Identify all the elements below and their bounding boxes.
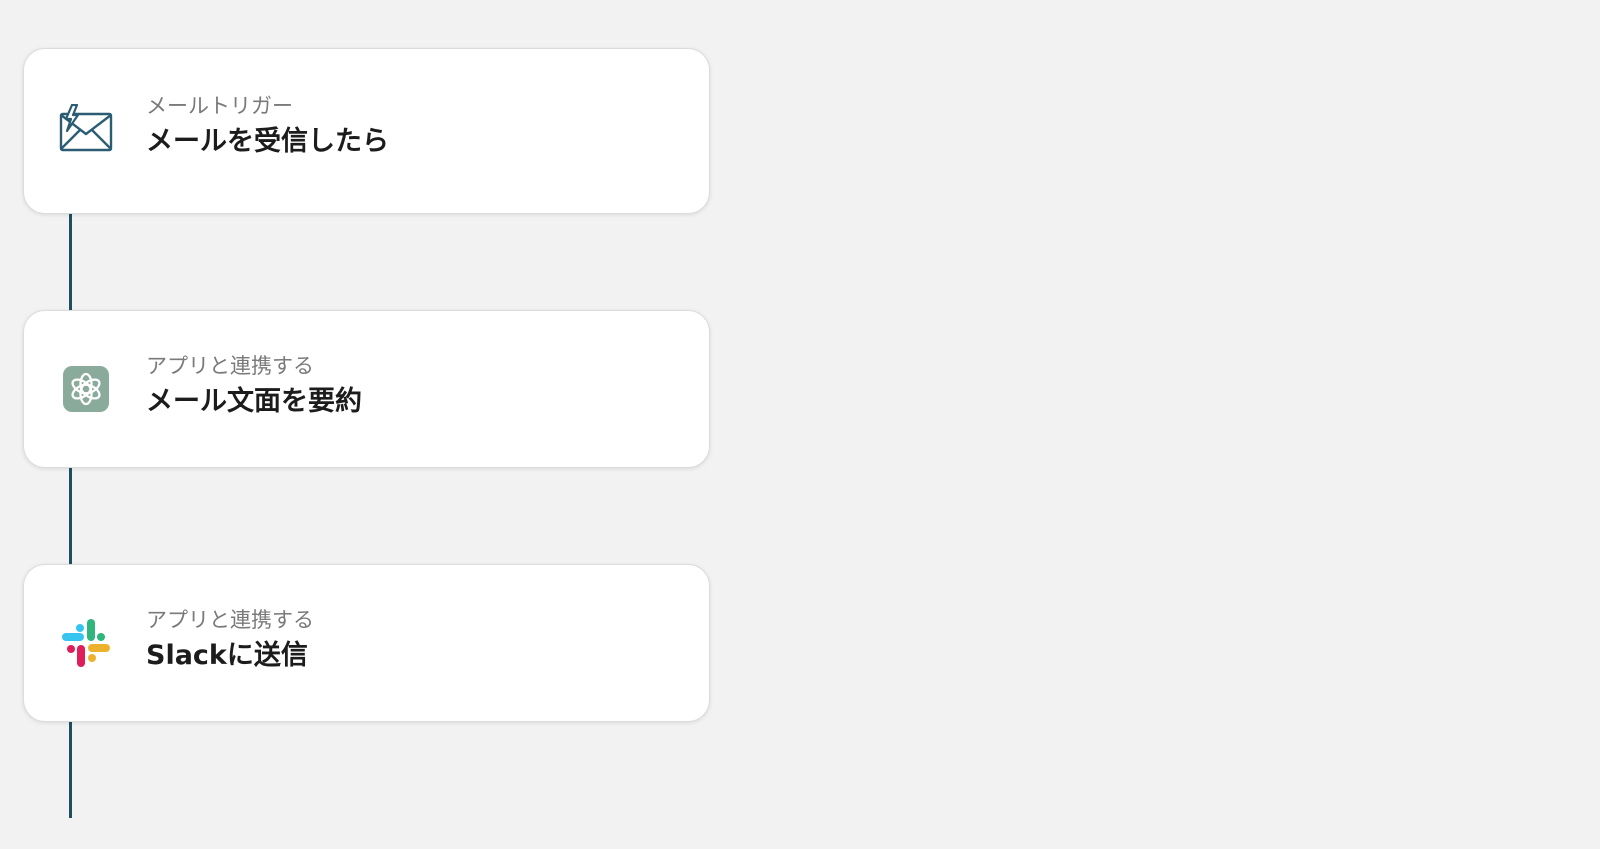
step-card-mail-trigger[interactable]: メールトリガー メールを受信したら <box>23 48 710 214</box>
step-text: メールトリガー メールを受信したら <box>146 93 389 159</box>
connector-line <box>69 467 72 564</box>
chatgpt-icon <box>58 361 114 417</box>
step-title: Slackに送信 <box>146 640 308 671</box>
step-category: メールトリガー <box>146 94 293 118</box>
slack-icon <box>58 615 114 671</box>
step-text: アプリと連携する メール文面を要約 <box>146 353 362 419</box>
step-title: メール文面を要約 <box>146 386 362 417</box>
step-card-slack[interactable]: アプリと連携する Slackに送信 <box>23 564 710 722</box>
step-category: アプリと連携する <box>146 608 314 632</box>
step-category: アプリと連携する <box>146 354 314 378</box>
connector-line <box>69 721 72 818</box>
step-text: アプリと連携する Slackに送信 <box>146 607 314 673</box>
step-card-summarize[interactable]: アプリと連携する メール文面を要約 <box>23 310 710 468</box>
mail-trigger-icon <box>58 101 114 157</box>
connector-line <box>69 213 72 310</box>
step-title: メールを受信したら <box>146 126 389 157</box>
